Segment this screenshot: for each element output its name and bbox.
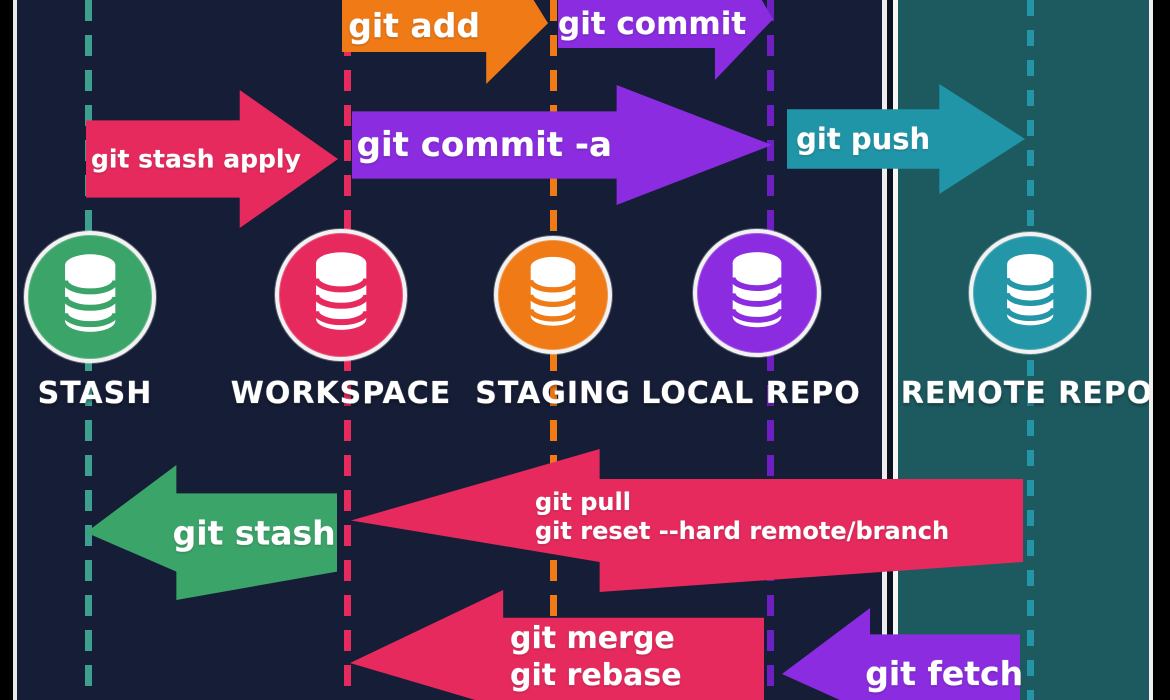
arrow-label: git pull git reset --hard remote/branch bbox=[535, 488, 949, 546]
arrow-label: git push bbox=[796, 122, 931, 156]
frame-left-black bbox=[0, 0, 13, 700]
arrow-label: git commit bbox=[558, 6, 747, 42]
node-stash bbox=[24, 231, 156, 363]
database-icon bbox=[528, 257, 578, 326]
node-label-stash: STASH bbox=[37, 376, 153, 411]
node-label-local-repo: LOCAL REPO bbox=[641, 376, 861, 411]
database-icon bbox=[1004, 253, 1056, 326]
node-local-repo bbox=[693, 229, 821, 357]
arrow-git-stash-apply: git stash apply bbox=[86, 90, 338, 228]
database-icon bbox=[61, 254, 119, 332]
node-remote-repo bbox=[969, 232, 1091, 354]
arrow-label: git merge git rebase bbox=[510, 620, 682, 694]
arrow-label: git stash bbox=[172, 513, 336, 552]
arrow-git-merge-rebase: git merge git rebase bbox=[350, 590, 764, 700]
arrow-label-line1: git pull bbox=[535, 488, 631, 516]
arrow-git-push: git push bbox=[787, 84, 1025, 194]
node-label-staging: STAGING bbox=[475, 376, 631, 411]
arrow-label-line2: git rebase bbox=[510, 658, 682, 693]
frame-left-white bbox=[13, 0, 17, 700]
node-label-workspace: WORKSPACE bbox=[230, 376, 452, 411]
arrow-git-commit-a: git commit -a bbox=[352, 85, 772, 205]
arrow-label: git commit -a bbox=[356, 125, 612, 165]
arrow-label-line1: git merge bbox=[510, 621, 675, 656]
frame-right-black bbox=[1153, 0, 1170, 700]
node-label-remote-repo: REMOTE REPO bbox=[900, 376, 1154, 411]
arrow-label-line2: git reset --hard remote/branch bbox=[535, 517, 950, 545]
database-icon bbox=[312, 252, 370, 330]
node-staging bbox=[494, 236, 612, 354]
arrow-git-stash: git stash bbox=[86, 465, 337, 600]
arrow-git-add: git add bbox=[342, 0, 548, 84]
frame-right-white bbox=[1149, 0, 1153, 700]
arrow-label: git add bbox=[348, 6, 480, 45]
node-workspace bbox=[275, 229, 407, 361]
database-icon bbox=[729, 251, 785, 327]
arrow-label: git fetch bbox=[865, 654, 1024, 693]
arrow-git-commit: git commit bbox=[558, 0, 773, 80]
arrow-git-fetch: git fetch bbox=[782, 608, 1024, 700]
arrow-label: git stash apply bbox=[91, 144, 301, 174]
arrow-git-pull-reset: git pull git reset --hard remote/branch bbox=[351, 449, 1023, 592]
